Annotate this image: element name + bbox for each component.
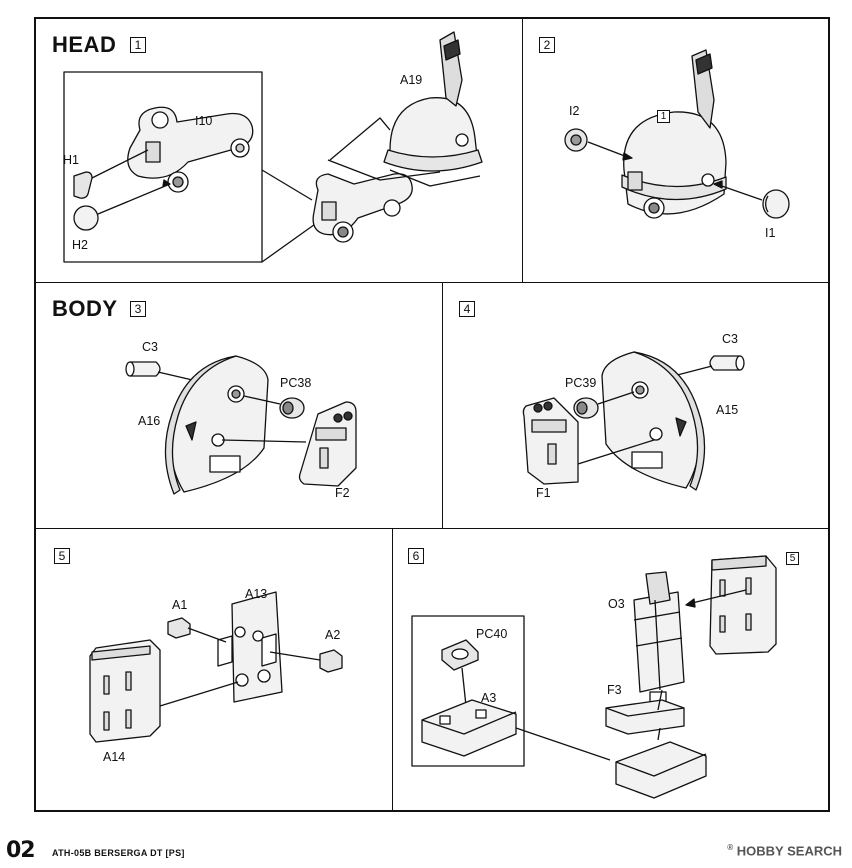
model-code: ATH-05B BERSERGA DT [PS] (52, 848, 185, 858)
part-label-c3-left: C3 (142, 340, 158, 354)
step4-drawing (522, 351, 745, 491)
part-label-h1: H1 (63, 153, 79, 167)
step5-drawing (89, 591, 343, 743)
part-label-pc39: PC39 (565, 376, 597, 390)
step2-drawing (564, 49, 790, 219)
step-number-4: 4 (459, 301, 475, 317)
part-label-i2: I2 (569, 104, 580, 118)
step-number-5: 5 (54, 548, 70, 564)
part-label-a16: A16 (138, 414, 161, 428)
part-label-a1: A1 (172, 598, 188, 612)
step-number-2: 2 (539, 37, 555, 53)
part-label-pc40: PC40 (476, 627, 508, 641)
part-label-o3: O3 (608, 597, 625, 611)
step-number-3: 3 (130, 301, 146, 317)
hobby-search-watermark: ® HOBBY SEARCH (727, 843, 842, 858)
part-label-f3: F3 (607, 683, 622, 697)
ref-step-1: 1 (657, 110, 670, 123)
part-label-a15: A15 (716, 403, 739, 417)
step-number-1: 1 (130, 37, 146, 53)
step6-drawing (411, 555, 777, 799)
section-title-body: BODY (52, 296, 118, 321)
part-label-a19: A19 (400, 73, 423, 87)
part-label-a3: A3 (481, 691, 497, 705)
part-label-f1: F1 (536, 486, 551, 500)
ref-step-5: 5 (786, 552, 799, 565)
page-number: 02 (6, 838, 36, 863)
panel-step-6 (392, 528, 829, 811)
part-label-f2: F2 (335, 486, 350, 500)
part-label-i1: I1 (765, 226, 776, 240)
part-label-a13: A13 (245, 587, 268, 601)
part-label-i10: I10 (195, 114, 213, 128)
step-number-6: 6 (408, 548, 424, 564)
part-label-c3-right: C3 (722, 332, 738, 346)
step1-drawing (63, 31, 483, 263)
step3-drawing (125, 355, 357, 495)
watermark-registered-mark: ® (727, 843, 734, 852)
section-title-head: HEAD (52, 32, 117, 57)
part-label-h2: H2 (72, 238, 88, 252)
watermark-text: HOBBY SEARCH (736, 843, 842, 859)
part-label-pc38: PC38 (280, 376, 312, 390)
part-label-a2: A2 (325, 628, 341, 642)
part-label-a14: A14 (103, 750, 126, 764)
